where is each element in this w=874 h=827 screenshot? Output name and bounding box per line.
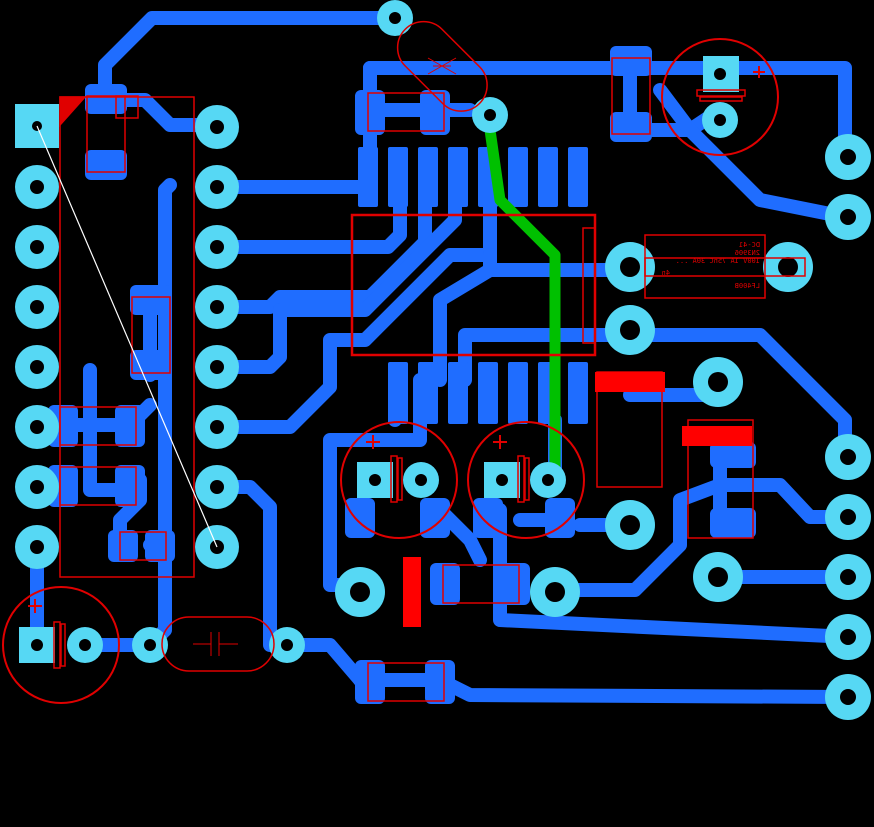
cap-middle-right	[467, 421, 585, 539]
part-line1: DC-41	[739, 241, 760, 249]
jumper-wire	[484, 129, 561, 470]
cap-middle-left	[340, 421, 458, 539]
dip-ic-outline	[59, 96, 195, 578]
cap-top-right	[661, 38, 779, 156]
part-value: LF400B	[735, 282, 760, 290]
part-line3: 100V 1A 75nC 30A ...	[676, 257, 760, 265]
through-hole-pads	[15, 0, 871, 720]
pin1-marker	[59, 96, 87, 127]
diode-bands	[403, 372, 752, 627]
silkscreen	[2, 20, 806, 704]
part-line2: 2N3906	[735, 249, 760, 257]
part-label: LF400B DC-41 2N3906 100V 1A 75nC 30A ...…	[662, 241, 760, 290]
part-suffix: 4n	[662, 269, 670, 277]
cap-bottom-left	[2, 586, 120, 704]
crystal-top	[396, 20, 488, 112]
smd-pads	[48, 46, 756, 704]
crystal-bottom	[161, 616, 275, 672]
ratsnest-line	[36, 125, 218, 548]
